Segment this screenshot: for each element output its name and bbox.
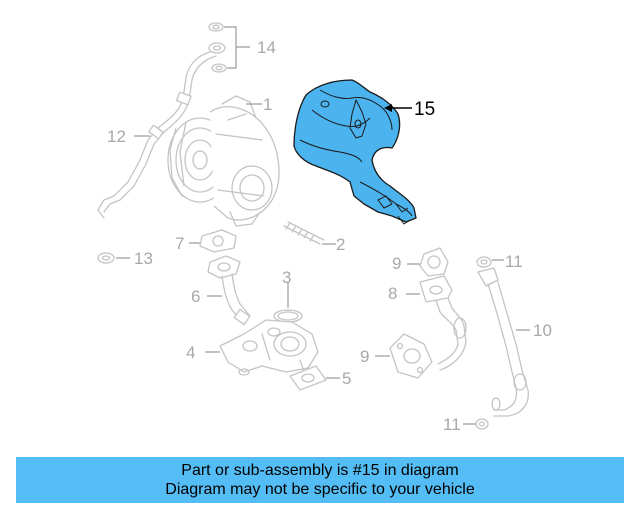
callout-1: 1 xyxy=(263,95,272,114)
callout-2: 2 xyxy=(336,235,345,254)
part-10-pipe xyxy=(477,267,530,417)
banner-line-1: Part or sub-assembly is #15 in diagram xyxy=(181,462,459,479)
arrowhead-15 xyxy=(384,104,392,112)
part-8-pipe xyxy=(406,275,467,371)
part-7-gasket xyxy=(189,229,237,253)
part-2-stud xyxy=(283,221,336,245)
part-11-seal-lower xyxy=(463,418,489,430)
part-5-gasket xyxy=(289,365,340,391)
callout-6: 6 xyxy=(191,287,200,306)
part-9-gasket-upper xyxy=(407,247,449,277)
part-1-turbocharger xyxy=(167,95,280,227)
callout-11a: 11 xyxy=(505,252,523,271)
callout-5: 5 xyxy=(342,369,351,388)
part-3-oring xyxy=(273,282,303,323)
callout-11b: 11 xyxy=(443,415,461,434)
info-banner: Part or sub-assembly is #15 in diagram D… xyxy=(16,457,624,503)
callout-9a: 9 xyxy=(392,254,401,273)
part-6-pipe xyxy=(207,255,251,326)
callout-13: 13 xyxy=(134,249,153,268)
callout-15: 15 xyxy=(414,99,435,120)
callout-10: 10 xyxy=(533,321,552,340)
callout-12: 12 xyxy=(107,127,126,146)
callout-4: 4 xyxy=(186,343,195,362)
callout-3: 3 xyxy=(282,268,291,287)
part-9-gasket-lower xyxy=(375,333,433,379)
callout-9b: 9 xyxy=(360,347,369,366)
callout-14: 14 xyxy=(257,38,276,57)
part-13-washer xyxy=(97,252,130,264)
parts-diagram: 14 12 1 15 xyxy=(97,22,552,434)
callout-7: 7 xyxy=(175,234,184,253)
part-14-washers xyxy=(208,22,250,73)
part-12-oil-line xyxy=(97,51,217,219)
part-4-housing xyxy=(205,319,319,376)
part-11-seal-upper xyxy=(476,256,504,268)
banner-line-2: Diagram may not be specific to your vehi… xyxy=(165,481,475,498)
part-15-heat-shield xyxy=(293,79,417,225)
callout-8: 8 xyxy=(388,284,397,303)
